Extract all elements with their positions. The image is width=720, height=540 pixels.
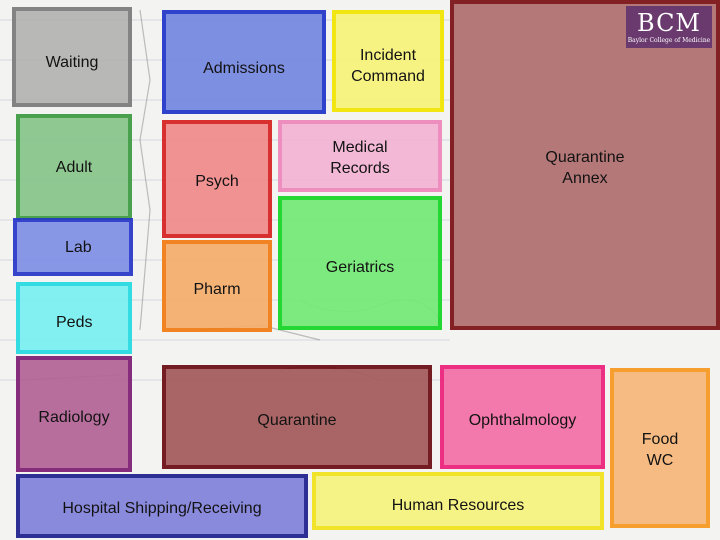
room-label: Radiology [38,409,110,426]
room-label: Admissions [203,60,285,77]
room-label: Medical Records [330,139,390,177]
room-lab: Lab [13,218,133,276]
room-label: Quarantine [257,412,337,429]
room-label: Psych [195,173,239,190]
room-psych: Psych [162,120,272,238]
room-label: Waiting [45,54,99,71]
logo-text: BCM [636,8,702,37]
room-quarantine: Quarantine [162,365,432,469]
room-label: Quarantine Annex [545,149,625,187]
room-label: Peds [56,314,93,331]
room-ophthalmology: Ophthalmology [440,365,605,469]
room-quarantine-annex: Quarantine Annex [450,0,720,330]
room-pharm: Pharm [162,240,272,332]
room-label: Human Resources [391,497,525,514]
room-shipping-receiving: Hospital Shipping/Receiving [16,474,308,538]
logo-subtitle: Baylor College of Medicine [627,36,711,44]
room-adult: Adult [16,114,132,220]
room-geriatrics: Geriatrics [278,196,442,330]
room-peds: Peds [16,282,132,354]
room-label: Geriatrics [325,259,395,276]
bcm-logo: BCM Baylor College of Medicine [626,6,712,48]
room-waiting: Waiting [12,7,132,107]
room-food-wc: Food WC [610,368,710,528]
room-label: Hospital Shipping/Receiving [62,500,262,517]
room-label: Food WC [641,431,679,469]
room-label: Pharm [193,281,241,298]
room-incident-command: Incident Command [332,10,444,112]
room-human-resources: Human Resources [312,472,604,530]
room-label: Lab [65,239,92,256]
room-label: Ophthalmology [468,412,577,429]
room-label: Adult [55,159,93,176]
room-admissions: Admissions [162,10,326,114]
room-medical-records: Medical Records [278,120,442,192]
room-label: Incident Command [351,47,425,85]
room-radiology: Radiology [16,356,132,472]
